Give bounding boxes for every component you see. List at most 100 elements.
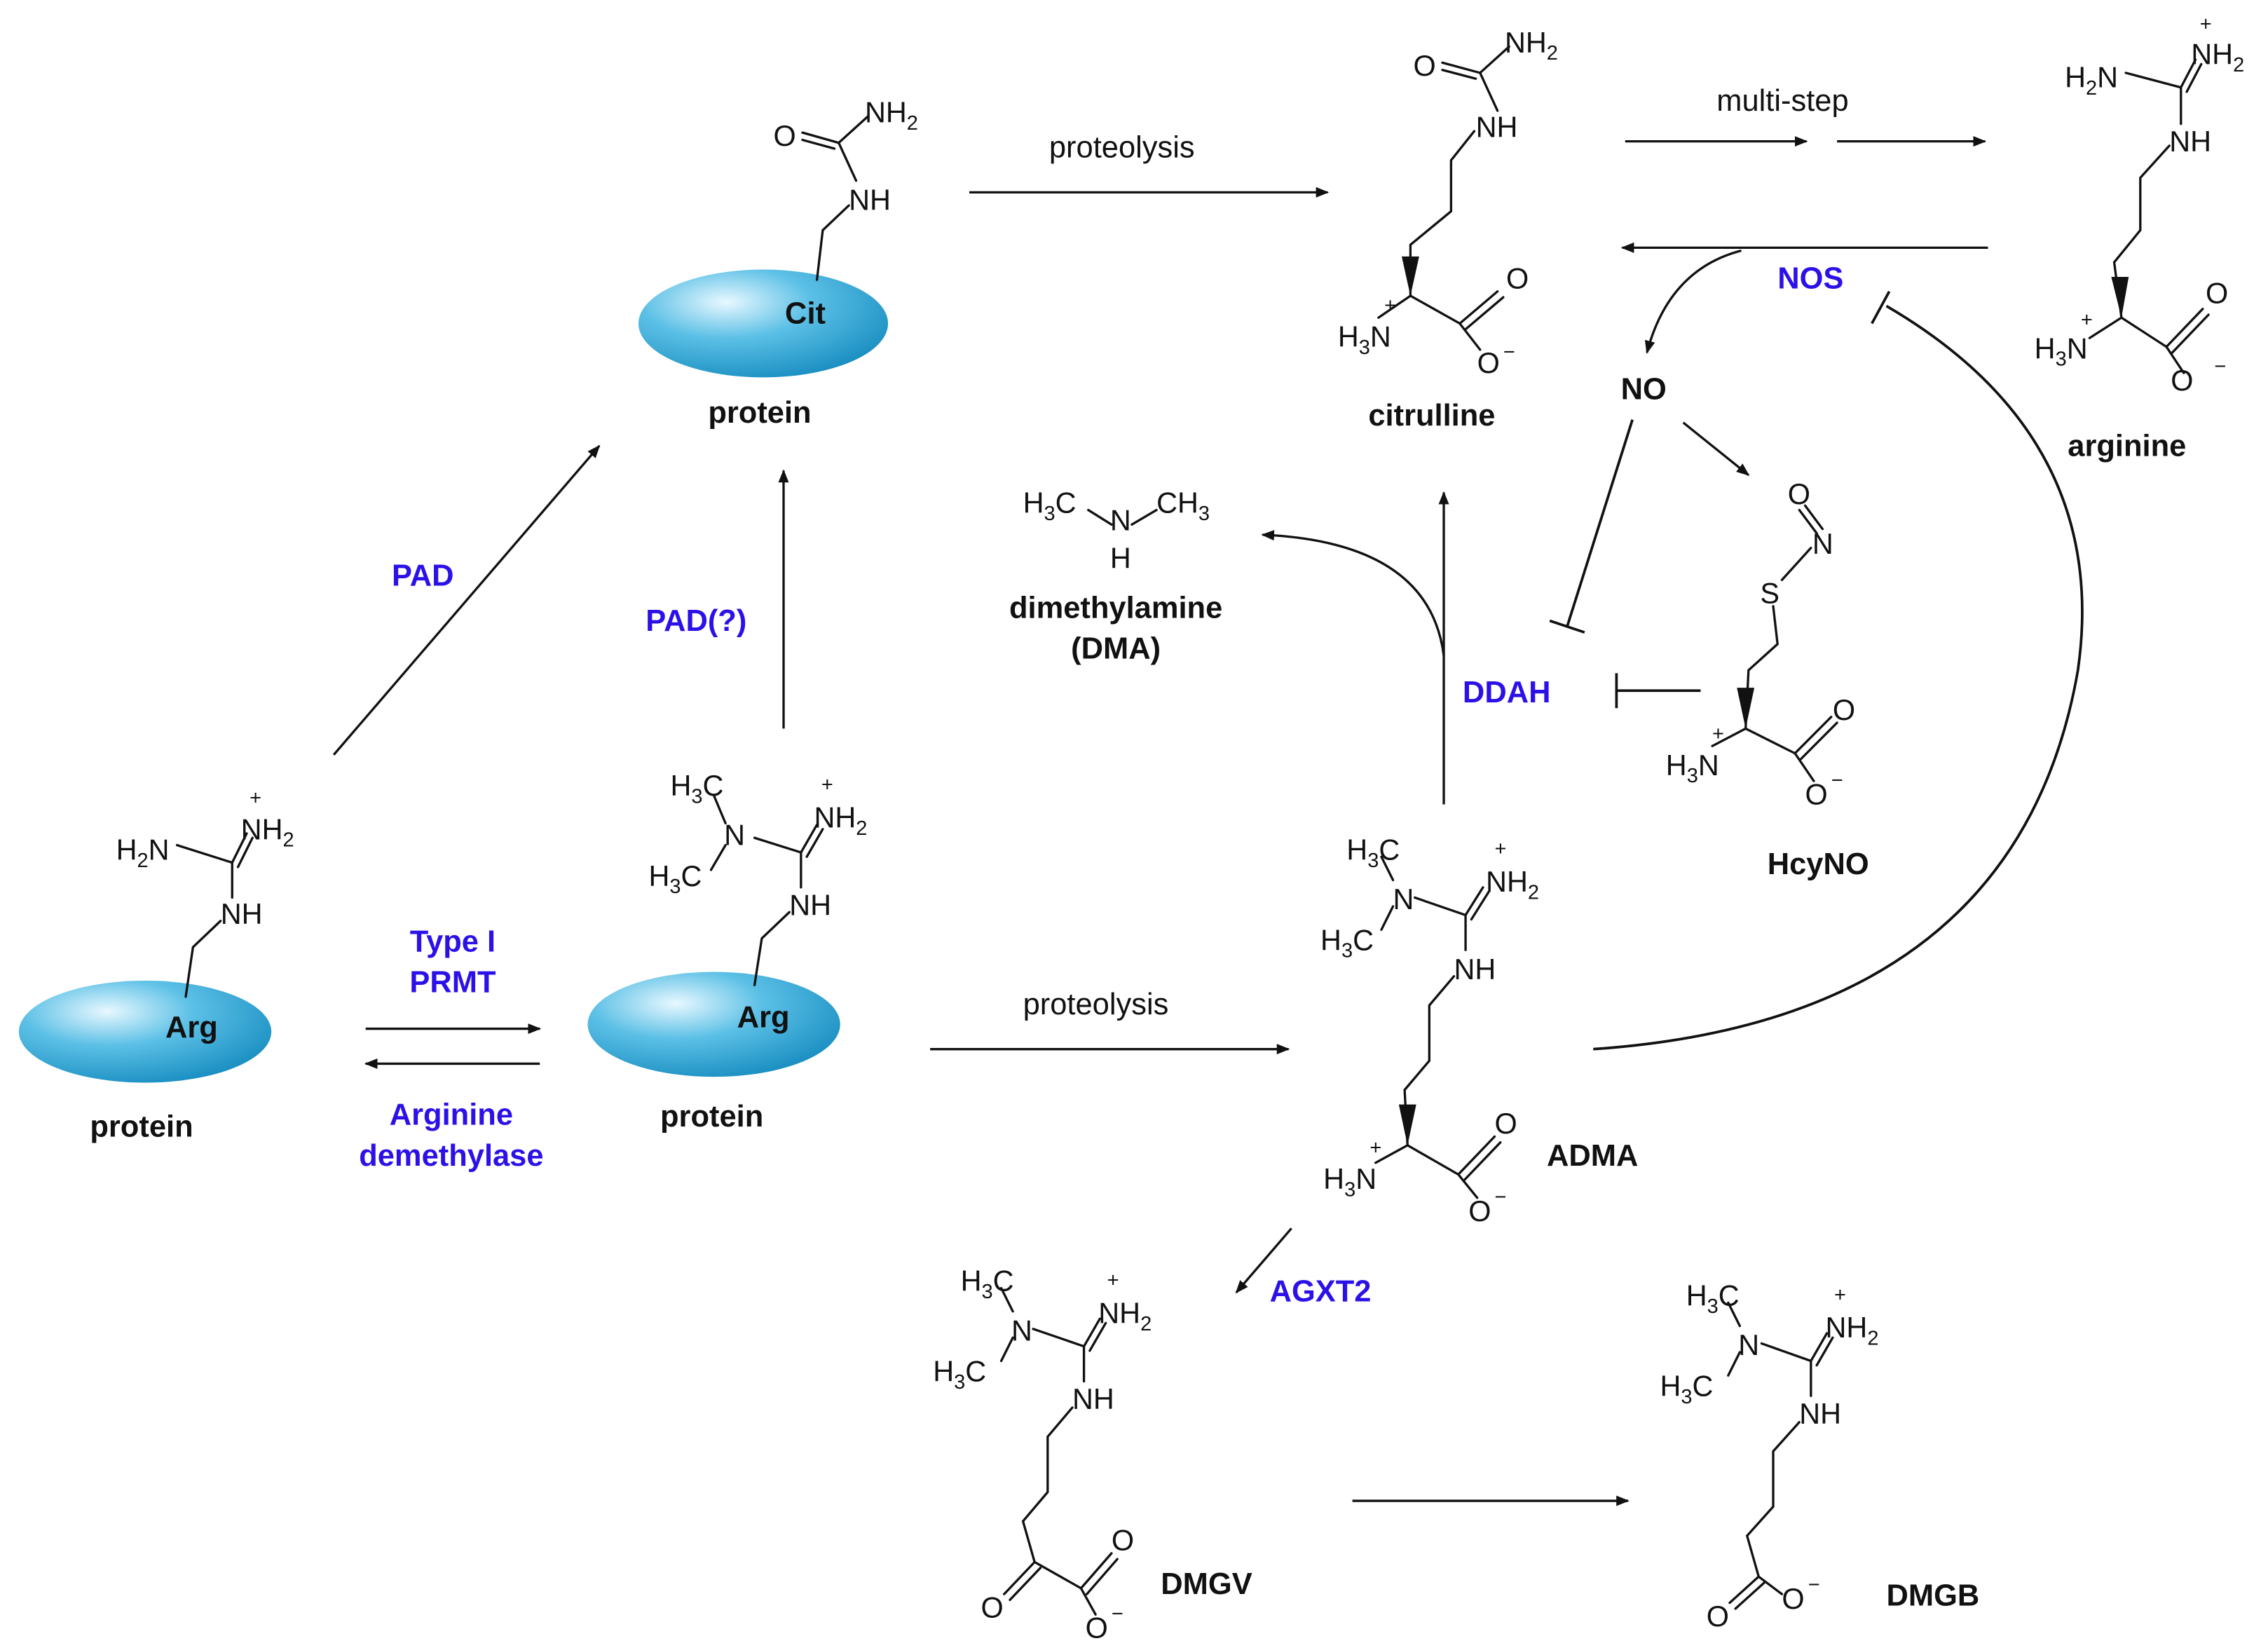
svg-text:O: O	[1414, 49, 1436, 82]
svg-text:N: N	[1738, 1328, 1759, 1361]
svg-text:O: O	[1782, 1582, 1804, 1615]
label-hcyno: HcyNO	[1768, 847, 1869, 881]
agxt2-arrow	[1235, 1227, 1292, 1294]
enzyme-prmt-line2: PRMT	[409, 966, 496, 1000]
enzyme-prmt-line1: Type I	[410, 925, 496, 958]
protein-label: protein	[90, 1110, 193, 1143]
svg-text:H2N: H2N	[116, 833, 170, 871]
svg-text:O: O	[1833, 693, 1855, 726]
svg-text:O: O	[1506, 262, 1529, 295]
svg-text:N: N	[724, 819, 745, 852]
svg-text:O: O	[2171, 364, 2193, 397]
svg-text:O: O	[1468, 1194, 1491, 1227]
svg-text:NH: NH	[2169, 125, 2211, 158]
svg-text:H3N: H3N	[1666, 749, 1719, 787]
svg-text:NH: NH	[789, 888, 831, 921]
svg-text:O: O	[2206, 276, 2228, 309]
svg-text:H3N: H3N	[1323, 1162, 1376, 1201]
protein-label: protein	[660, 1100, 763, 1133]
protein-ellipse	[638, 269, 889, 378]
protein-ellipse	[18, 980, 272, 1083]
svg-text:+: +	[1834, 1283, 1846, 1306]
enzyme-ddah: DDAH	[1463, 676, 1551, 709]
svg-text:O: O	[774, 119, 796, 152]
svg-text:H3C: H3C	[1023, 486, 1077, 525]
svg-text:N: N	[1011, 1314, 1032, 1347]
protein-label: protein	[708, 396, 811, 430]
protein-methylated-arg: Arg protein NH N H3C H3C NH2 +	[587, 769, 867, 1133]
protein-cit: Cit protein NH O NH2	[638, 96, 918, 430]
adma-inhibits-nos	[1593, 304, 2084, 1051]
svg-text:NH2: NH2	[1098, 1296, 1152, 1335]
enzyme-agxt2: AGXT2	[1270, 1274, 1372, 1308]
svg-text:NH: NH	[849, 183, 891, 216]
svg-text:−: −	[1503, 341, 1515, 363]
svg-text:CH3: CH3	[1156, 486, 1210, 525]
svg-text:O: O	[1707, 1600, 1729, 1633]
label-dmgb: DMGB	[1886, 1579, 1979, 1613]
label-adma: ADMA	[1547, 1139, 1638, 1173]
svg-text:NH2: NH2	[1486, 865, 1539, 904]
svg-text:+: +	[1712, 723, 1724, 745]
svg-text:H3N: H3N	[2035, 332, 2088, 370]
svg-text:H3C: H3C	[1320, 923, 1374, 962]
molecule-dmgb: NH N H3C H3C NH2 + O O −	[1660, 1279, 1879, 1632]
svg-text:NH2: NH2	[1505, 26, 1558, 64]
molecule-hcyno: O N S O O − H3N +	[1666, 477, 1855, 810]
svg-text:H3C: H3C	[933, 1355, 986, 1394]
svg-text:NH: NH	[221, 897, 263, 930]
process-multi-step: multi-step	[1716, 84, 1848, 118]
svg-text:O: O	[1086, 1611, 1108, 1644]
molecule-dmgv: NH N H3C H3C NH2 + O O O −	[933, 1265, 1152, 1644]
svg-text:+: +	[2081, 309, 2093, 332]
svg-text:N: N	[1393, 883, 1414, 915]
svg-text:O: O	[981, 1591, 1004, 1623]
residue-label-cit: Cit	[785, 297, 826, 330]
svg-text:+: +	[1494, 838, 1506, 860]
enzyme-nos: NOS	[1777, 262, 1843, 296]
svg-text:−: −	[2214, 355, 2226, 378]
svg-text:H3C: H3C	[1346, 833, 1400, 871]
svg-text:N: N	[1812, 527, 1833, 560]
residue-label-arg: Arg	[737, 1000, 790, 1034]
svg-text:−: −	[1112, 1602, 1123, 1625]
svg-text:O: O	[1494, 1107, 1517, 1140]
label-dmgv: DMGV	[1161, 1567, 1252, 1601]
process-proteolysis-upper: proteolysis	[1049, 130, 1195, 164]
svg-text:O: O	[1112, 1524, 1134, 1557]
svg-text:NH: NH	[1072, 1382, 1114, 1415]
no-to-hcyno-arrow	[1682, 421, 1750, 476]
svg-text:NH: NH	[1454, 953, 1496, 986]
svg-text:NH2: NH2	[865, 96, 918, 135]
protein-ellipse	[587, 972, 840, 1077]
svg-text:H2N: H2N	[2065, 61, 2118, 100]
svg-text:−: −	[1808, 1574, 1820, 1596]
enzyme-demethylase-line1: Arginine	[390, 1098, 513, 1132]
svg-text:NH2: NH2	[814, 801, 867, 840]
svg-text:O: O	[1477, 346, 1500, 379]
label-arginine: arginine	[2068, 430, 2186, 463]
svg-text:+: +	[2200, 13, 2212, 36]
process-proteolysis-lower: proteolysis	[1023, 988, 1169, 1021]
svg-text:+: +	[1107, 1269, 1119, 1291]
svg-text:H3C: H3C	[1660, 1369, 1714, 1408]
enzyme-pad-uncertain: PAD(?)	[645, 604, 746, 638]
svg-text:H: H	[1110, 542, 1131, 575]
svg-text:H3C: H3C	[1686, 1279, 1740, 1317]
svg-text:N: N	[1110, 504, 1131, 537]
svg-text:NH: NH	[1799, 1397, 1841, 1430]
svg-text:O: O	[1788, 477, 1810, 510]
svg-text:+: +	[821, 774, 833, 796]
svg-text:NH: NH	[1476, 110, 1518, 143]
svg-text:H3N: H3N	[1338, 320, 1391, 359]
protein-arg-left: Arg protein NH H2N NH2 +	[18, 786, 294, 1143]
no-inhibits-ddah	[1566, 419, 1634, 627]
molecule-dimethylamine: H3C N CH3 H	[1023, 486, 1210, 575]
svg-text:H3C: H3C	[648, 859, 702, 898]
ddah-to-dma-arrow	[1261, 530, 1445, 656]
svg-text:O: O	[1805, 777, 1828, 810]
svg-text:+: +	[1384, 294, 1396, 317]
molecule-adma: NH N H3C H3C NH2 + O O − H3N +	[1320, 833, 1539, 1227]
label-citrulline: citrulline	[1368, 399, 1495, 433]
label-dma: (DMA)	[1071, 632, 1161, 665]
